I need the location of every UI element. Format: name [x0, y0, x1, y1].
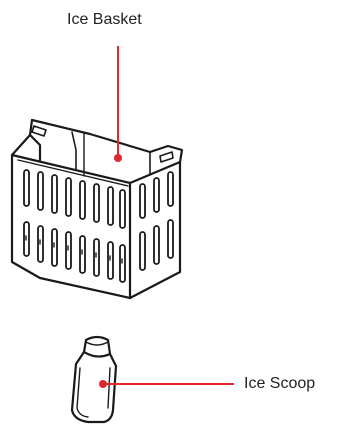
basket-side-slots: [139, 171, 174, 271]
basket-back-corner: [28, 133, 42, 162]
basket-front-rim: [10, 153, 132, 185]
basket-right-handle: [159, 151, 174, 163]
basket-right-end: [128, 160, 182, 300]
basket-front-bottom: [38, 276, 132, 300]
ice-scoop-label: Ice Scoop: [244, 375, 316, 392]
basket-front-slots: [23, 169, 126, 283]
ice-scoop-drawing: [70, 335, 118, 424]
scoop-body: [70, 350, 118, 424]
basket-back-rim: [30, 118, 152, 154]
scoop-leader: [99, 380, 234, 388]
basket-left-end: [10, 118, 42, 280]
basket-leader: [114, 46, 122, 162]
basket-left-handle: [31, 125, 47, 137]
basket-inner-edge: [71, 131, 77, 171]
ice-basket-drawing: [10, 118, 184, 300]
ice-basket-label: Ice Basket: [67, 11, 142, 28]
